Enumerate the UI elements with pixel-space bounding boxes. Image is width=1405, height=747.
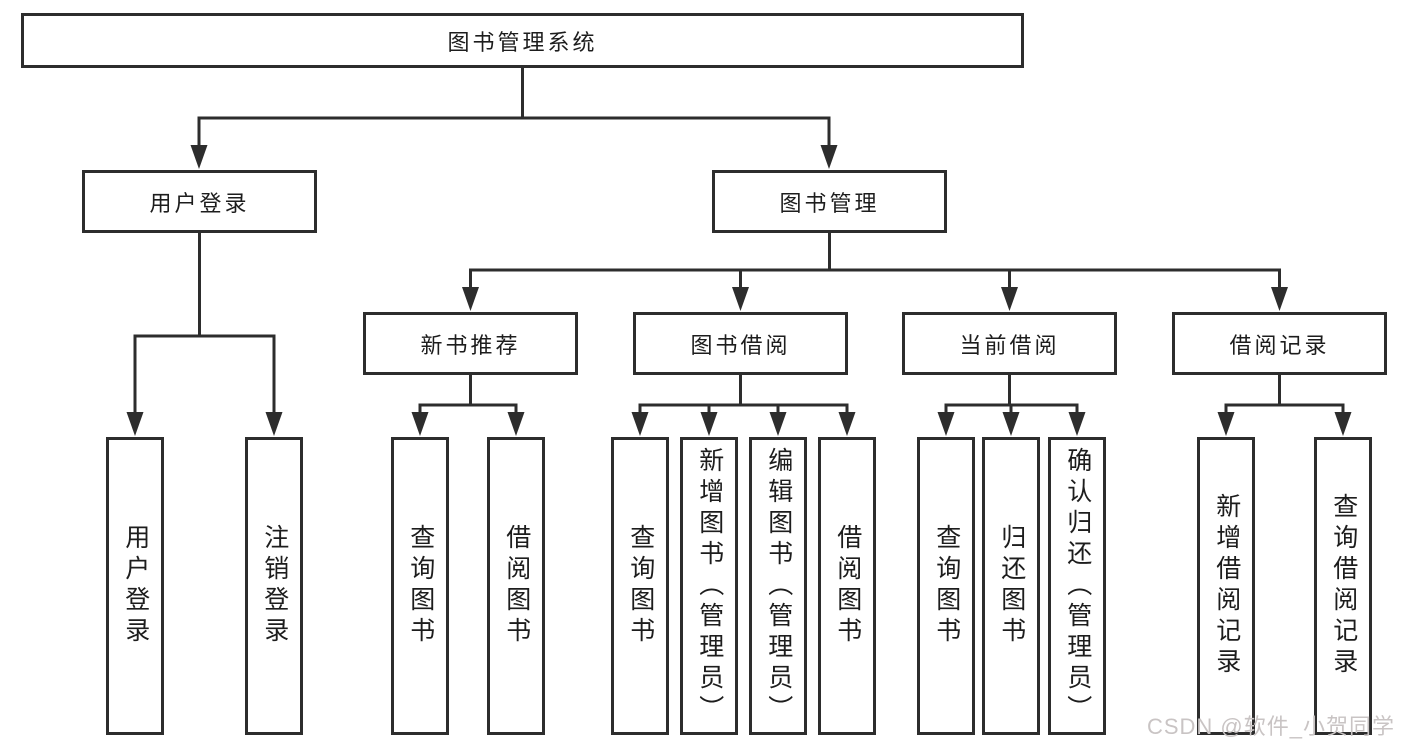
leaf-return-books-label: 归还图书	[997, 524, 1026, 648]
arrowhead-icon	[507, 412, 525, 436]
leaf-query-books-recommend-label: 查询图书	[406, 524, 435, 648]
node-current-borrow: 当前借阅	[902, 312, 1117, 375]
leaf-borrow-books-label: 借阅图书	[833, 524, 862, 648]
leaf-borrow-books-recommend-label: 借阅图书	[502, 524, 531, 648]
node-borrow-records: 借阅记录	[1172, 312, 1387, 375]
leaf-query-books-borrow: 查询图书	[611, 437, 669, 735]
leaf-query-books-recommend: 查询图书	[391, 437, 449, 735]
node-book-borrow: 图书借阅	[633, 312, 848, 375]
arrowhead-icon	[631, 412, 649, 436]
arrowhead-icon	[732, 287, 749, 311]
leaf-add-borrow-record-label: 新增借阅记录	[1212, 493, 1241, 679]
arrowhead-icon	[700, 412, 718, 436]
leaf-query-books-current: 查询图书	[917, 437, 975, 735]
leaf-add-borrow-record: 新增借阅记录	[1197, 437, 1255, 735]
csdn-watermark: CSDN @软件_小贺同学	[1146, 714, 1395, 739]
leaf-return-books: 归还图书	[982, 437, 1040, 735]
leaf-query-books-current-label: 查询图书	[932, 524, 961, 648]
leaf-confirm-return-admin-label: 确认归还（管理员）	[1063, 446, 1092, 726]
node-book-management-label: 图书管理	[779, 190, 880, 216]
leaf-logout-label: 注销登录	[260, 524, 289, 648]
leaf-borrow-books: 借阅图书	[818, 437, 876, 735]
leaf-confirm-return-admin: 确认归还（管理员）	[1048, 437, 1106, 735]
node-borrow-records-label: 借阅记录	[1229, 332, 1330, 358]
arrowhead-icon	[411, 412, 429, 436]
arrowhead-icon	[462, 287, 479, 311]
arrowhead-icon	[1334, 412, 1352, 436]
arrowhead-icon	[1001, 287, 1018, 311]
arrowhead-icon	[265, 412, 283, 436]
node-user-login-label: 用户登录	[149, 190, 250, 216]
leaf-query-borrow-record-label: 查询借阅记录	[1329, 493, 1358, 679]
arrowhead-icon	[1002, 412, 1020, 436]
arrowhead-icon	[126, 412, 144, 436]
node-root: 图书管理系统	[21, 13, 1024, 68]
leaf-logout: 注销登录	[245, 437, 303, 735]
leaf-user-login: 用户登录	[106, 437, 164, 735]
leaf-user-login-label: 用户登录	[121, 524, 150, 648]
leaf-edit-book-admin-label: 编辑图书（管理员）	[764, 446, 793, 726]
node-user-login: 用户登录	[82, 170, 317, 233]
node-new-book-recommend: 新书推荐	[363, 312, 578, 375]
node-current-borrow-label: 当前借阅	[959, 332, 1060, 358]
arrowhead-icon	[820, 145, 838, 169]
leaf-edit-book-admin: 编辑图书（管理员）	[749, 437, 807, 735]
node-book-borrow-label: 图书借阅	[690, 332, 791, 358]
node-new-book-recommend-label: 新书推荐	[420, 332, 521, 358]
leaf-borrow-books-recommend: 借阅图书	[487, 437, 545, 735]
leaf-add-book-admin: 新增图书（管理员）	[680, 437, 738, 735]
arrowhead-icon	[1217, 412, 1235, 436]
arrowhead-icon	[838, 412, 856, 436]
arrowhead-icon	[1068, 412, 1086, 436]
node-root-label: 图书管理系统	[447, 29, 598, 55]
leaf-query-borrow-record: 查询借阅记录	[1314, 437, 1372, 735]
leaf-add-book-admin-label: 新增图书（管理员）	[695, 446, 724, 726]
arrowhead-icon	[937, 412, 955, 436]
arrowhead-icon	[190, 145, 208, 169]
leaf-query-books-borrow-label: 查询图书	[626, 524, 655, 648]
node-book-management: 图书管理	[712, 170, 947, 233]
arrowhead-icon	[1271, 287, 1288, 311]
arrowhead-icon	[769, 412, 787, 436]
